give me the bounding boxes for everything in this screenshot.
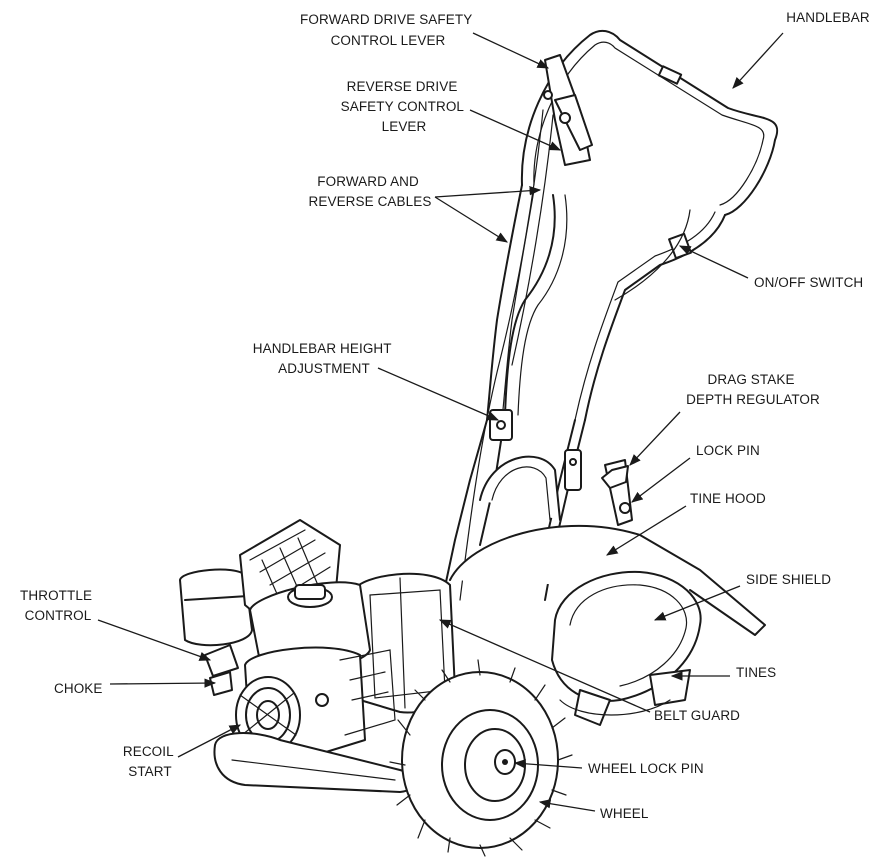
label-on-off-switch: ON/OFF SWITCH	[754, 275, 863, 290]
leader-handlebar-height	[377, 367, 500, 421]
label-wheel-lock-pin: WHEEL LOCK PIN	[588, 761, 704, 776]
leader-lines	[97, 32, 784, 812]
label-forward-drive-lever: FORWARD DRIVE SAFETY CONTROL LEVER	[300, 12, 476, 48]
tiller-illustration	[179, 29, 779, 857]
label-choke: CHOKE	[54, 681, 103, 696]
leader-recoil	[177, 724, 242, 758]
label-handlebar-height: HANDLEBAR HEIGHT ADJUSTMENT	[253, 341, 396, 376]
leader-reverse-drive	[469, 109, 562, 151]
label-throttle-control: THROTTLE CONTROL	[20, 588, 96, 623]
leader-lock-pin	[631, 457, 691, 503]
leader-choke	[109, 678, 217, 688]
label-cables: FORWARD AND REVERSE CABLES	[309, 174, 432, 209]
leader-throttle	[97, 619, 212, 661]
tine-hood-drawing	[449, 459, 766, 726]
leader-wheel	[538, 799, 596, 812]
leader-belt-guard	[438, 619, 651, 713]
label-tines: TINES	[736, 665, 776, 680]
label-recoil-start: RECOIL START	[123, 744, 177, 779]
label-handlebar: HANDLEBAR	[786, 10, 870, 25]
leader-side-shield	[653, 585, 741, 621]
wheel-drawing	[389, 659, 573, 857]
belt-guard-drawing	[354, 572, 456, 714]
leader-handlebar	[732, 32, 784, 89]
leader-cables-2	[434, 186, 542, 198]
label-reverse-drive-lever: REVERSE DRIVE SAFETY CONTROL LEVER	[341, 79, 468, 134]
label-drag-stake: DRAG STAKE DEPTH REGULATOR	[686, 372, 820, 407]
leader-drag-stake	[629, 411, 681, 466]
label-side-shield: SIDE SHIELD	[746, 572, 831, 587]
label-wheel: WHEEL	[600, 806, 649, 821]
label-lock-pin: LOCK PIN	[696, 443, 760, 458]
leader-forward-drive	[472, 32, 550, 69]
engine-drawing	[179, 519, 416, 793]
leader-tine-hood	[606, 505, 687, 556]
label-belt-guard: BELT GUARD	[654, 708, 740, 723]
leader-on-off	[678, 245, 749, 279]
leader-cables-1	[434, 196, 508, 243]
leader-wheel-lock-pin	[513, 759, 583, 769]
handlebar-drawing	[459, 29, 779, 601]
label-tine-hood: TINE HOOD	[690, 491, 766, 506]
part-labels: FORWARD DRIVE SAFETY CONTROL LEVER HANDL…	[20, 10, 870, 821]
